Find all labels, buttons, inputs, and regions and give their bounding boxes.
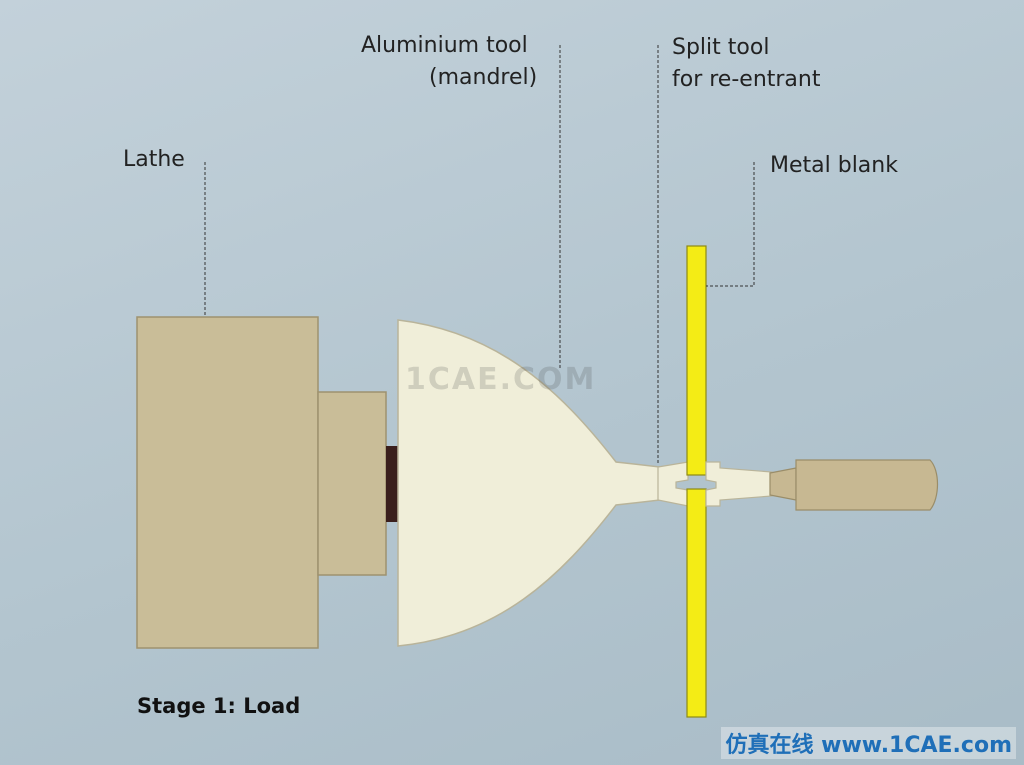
split-tool-left [657,461,689,507]
split-tool-right [705,461,773,507]
metal-blank-upper [686,245,707,476]
watermark-center: 1CAE.COM [405,362,597,397]
watermark-corner: 仿真在线 www.1CAE.com [721,727,1016,759]
label-re-entrant: for re-entrant [672,67,821,92]
label-split-tool: Split tool [672,35,770,60]
metal-blank-lower [686,488,707,718]
lathe-spindle [317,391,387,576]
tailstock-neck [769,467,797,501]
label-aluminium-tool: Aluminium tool [361,33,528,58]
chuck-ring [386,446,400,522]
blank-leader-line [706,162,755,287]
label-lathe: Lathe [123,147,185,172]
lathe-body [136,316,319,649]
stage-title: Stage 1: Load [137,694,301,718]
label-mandrel: (mandrel) [429,65,538,90]
tailstock-shaft [795,459,939,511]
label-metal-blank: Metal blank [770,153,898,178]
